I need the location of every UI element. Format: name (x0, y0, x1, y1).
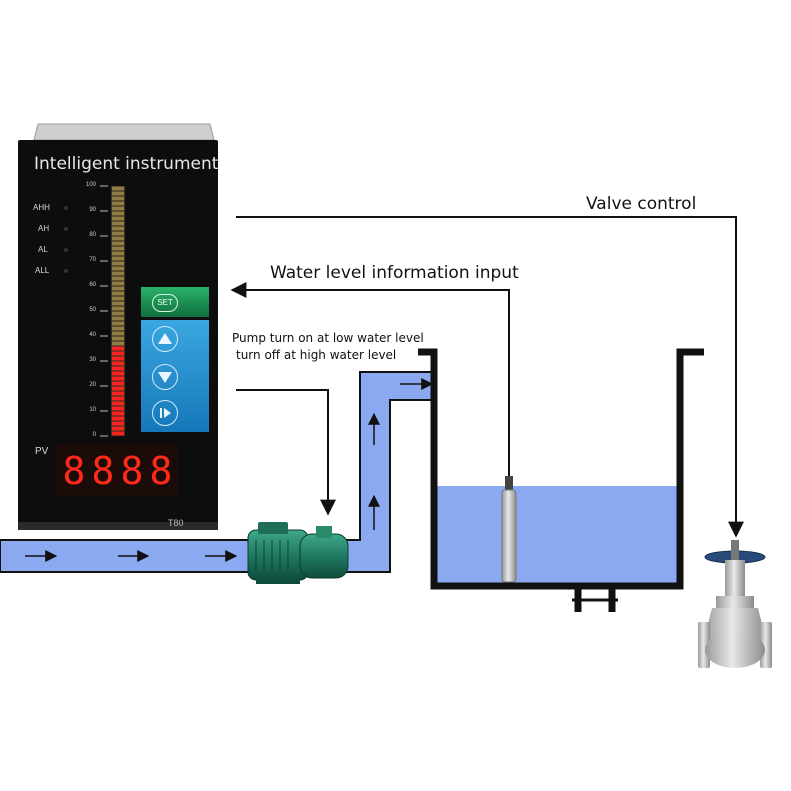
bar-segment (112, 261, 124, 266)
bar-segment (112, 301, 124, 306)
alarm-label-ahh: AHH (33, 203, 50, 212)
bar-segments (112, 186, 124, 436)
bar-segment (112, 381, 124, 386)
bar-segment (112, 346, 124, 351)
scale-tick-label: 90 (89, 207, 96, 213)
pv-display (56, 444, 178, 496)
alarm-label-al: AL (38, 245, 48, 254)
gate-valve (698, 540, 772, 668)
bar-segment (112, 376, 124, 381)
scale-tick-label: 30 (89, 357, 96, 363)
scale-tick-label: 80 (89, 232, 96, 238)
water-level-line (230, 282, 510, 298)
bar-segment (112, 186, 124, 191)
bar-segment (112, 216, 124, 221)
bar-segment (112, 236, 124, 241)
bar-segment (112, 426, 124, 431)
scale-tick-label: 10 (89, 407, 96, 413)
enter-icon (160, 408, 171, 418)
bar-segment (112, 286, 124, 291)
bar-segment (112, 361, 124, 366)
bar-segment (112, 411, 124, 416)
bar-segment (112, 276, 124, 281)
bar-segment (112, 421, 124, 426)
model-label: T80 (168, 518, 184, 528)
alarm-leds (64, 206, 68, 273)
valve-control-line (236, 216, 744, 538)
pump (247, 522, 349, 584)
bar-segment (112, 431, 124, 436)
scale-tick-label: 20 (89, 382, 96, 388)
valve-control-label: Valve control (586, 194, 697, 214)
scale-ticks (100, 185, 108, 437)
pv-digit: 8 (149, 449, 173, 493)
down-button[interactable] (152, 364, 178, 390)
scale-tick-label: 0 (92, 432, 96, 438)
bar-segment (112, 241, 124, 246)
pv-digit: 8 (91, 449, 115, 493)
bar-segment (112, 196, 124, 201)
bar-segment (112, 326, 124, 331)
bar-segment (112, 231, 124, 236)
pv-label: PV (35, 446, 49, 457)
bar-segment (112, 266, 124, 271)
bar-segment (112, 306, 124, 311)
bar-segment (112, 281, 124, 286)
down-triangle-icon (158, 372, 172, 383)
bar-segment (112, 331, 124, 336)
bar-segment (112, 316, 124, 321)
bar-segment (112, 271, 124, 276)
bar-segment (112, 321, 124, 326)
bar-segment (112, 191, 124, 196)
bar-segment (112, 401, 124, 406)
pv-digit: 8 (62, 449, 86, 493)
bar-segment (112, 391, 124, 396)
bar-segment (112, 296, 124, 301)
scale-tick-label: 70 (89, 257, 96, 263)
scale-tick-label: 50 (89, 307, 96, 313)
up-triangle-icon (158, 333, 172, 344)
up-button[interactable] (152, 326, 178, 352)
tank (418, 348, 704, 612)
alarm-label-ah: AH (38, 224, 50, 233)
bar-graph (100, 185, 125, 437)
bar-segment (112, 256, 124, 261)
pump-note-line1: Pump turn on at low water level (232, 331, 424, 345)
bar-segment (112, 416, 124, 421)
flow-arrows (25, 378, 434, 562)
bar-segment (112, 251, 124, 256)
bar-segment (112, 356, 124, 361)
pv-digit: 8 (120, 449, 144, 493)
bar-segment (112, 366, 124, 371)
bar-segment (112, 311, 124, 316)
bar-segment (112, 291, 124, 296)
bar-segment (112, 221, 124, 226)
water-level-input-label: Water level information input (270, 263, 519, 283)
bar-segment (112, 386, 124, 391)
instrument-title: Intelligent instrument (34, 154, 219, 174)
alarm-label-all: ALL (35, 266, 50, 275)
pump-control-line (236, 389, 336, 516)
scale-tick-label: 100 (85, 182, 96, 188)
bar-segment (112, 211, 124, 216)
bar-segment (112, 351, 124, 356)
set-button[interactable]: SET (152, 294, 178, 312)
level-sensor (501, 290, 517, 583)
bar-segment (112, 206, 124, 211)
bar-segment (112, 246, 124, 251)
bar-segment (112, 341, 124, 346)
scale-tick-label: 60 (89, 282, 96, 288)
bar-segment (112, 226, 124, 231)
bar-segment (112, 406, 124, 411)
bar-segment (112, 396, 124, 401)
bar-segment (112, 336, 124, 341)
scale-tick-label: 40 (89, 332, 96, 338)
pump-note-line2: turn off at high water level (236, 348, 397, 362)
bar-segment (112, 371, 124, 376)
enter-button[interactable] (152, 400, 178, 426)
bar-segment (112, 201, 124, 206)
